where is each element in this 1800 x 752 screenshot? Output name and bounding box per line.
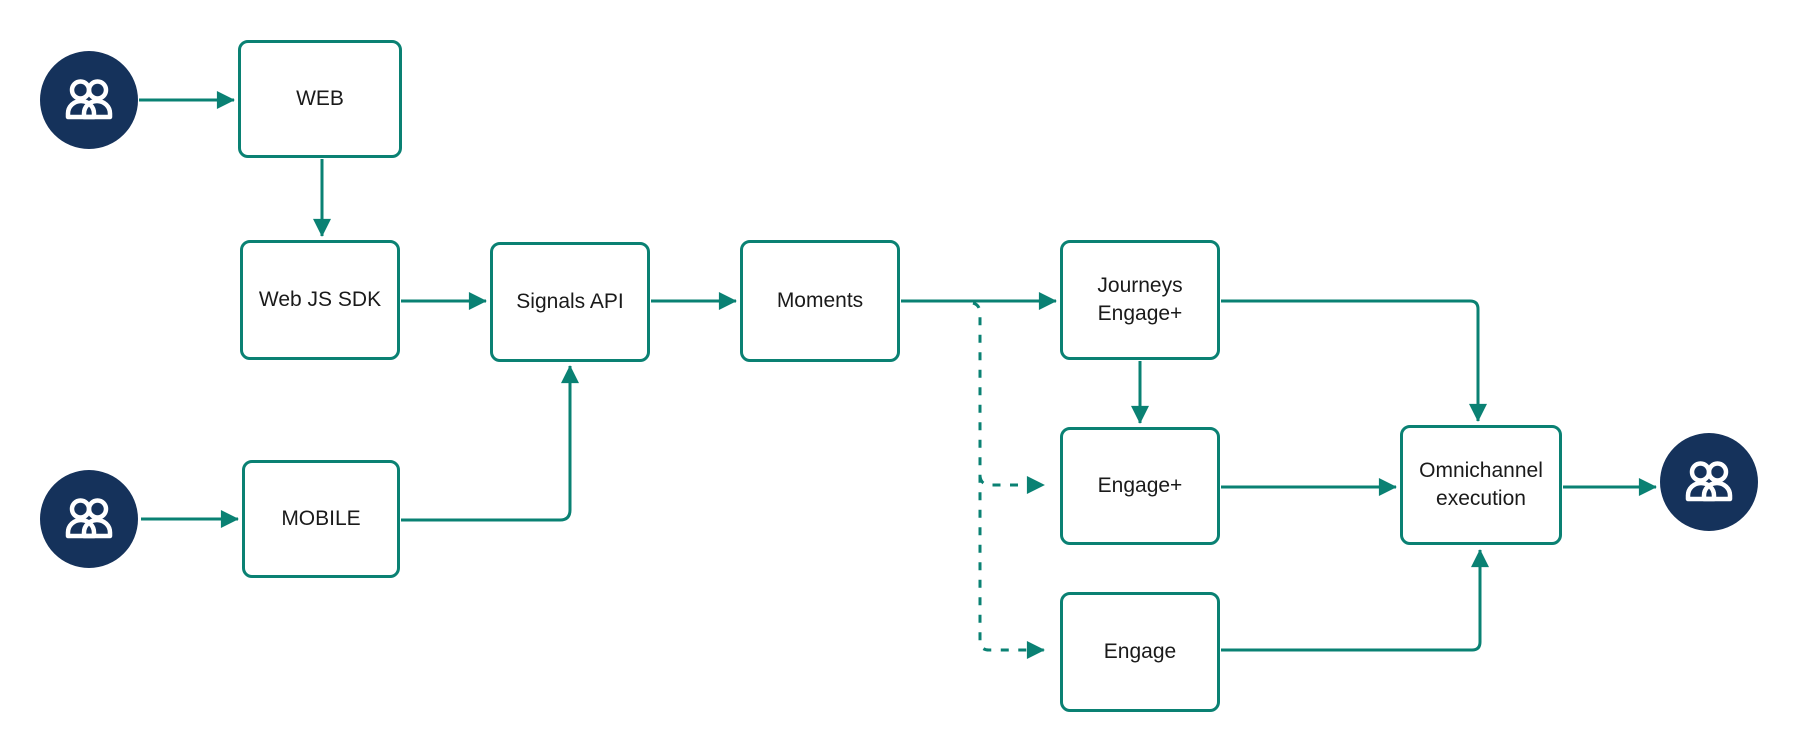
users-icon [65,79,113,120]
edge-journeys-omnichannel [1221,299,1487,422]
node-web: WEB [238,40,402,158]
node-omnichannel-execution: Omnichannel execution [1400,425,1562,545]
mobile-users-avatar [40,470,138,568]
node-mobile: MOBILE [242,460,400,578]
web-users-avatar [40,51,138,149]
node-signals-api: Signals API [490,242,650,362]
users-icon [1685,461,1733,502]
node-web-js-sdk: Web JS SDK [240,240,400,360]
edge-moments-engage-dashed [972,301,1045,659]
node-journeys-engage-plus: Journeys Engage+ [1060,240,1220,360]
edge-mobile-signalsapi [401,365,579,522]
node-moments: Moments [740,240,900,362]
recipients-avatar [1660,433,1758,531]
edge-moments-engageplus-dashed [978,475,1045,494]
users-icon [65,498,113,539]
node-engage: Engage [1060,592,1220,712]
edge-engage-omnichannel [1221,549,1489,652]
node-engage-plus: Engage+ [1060,427,1220,545]
